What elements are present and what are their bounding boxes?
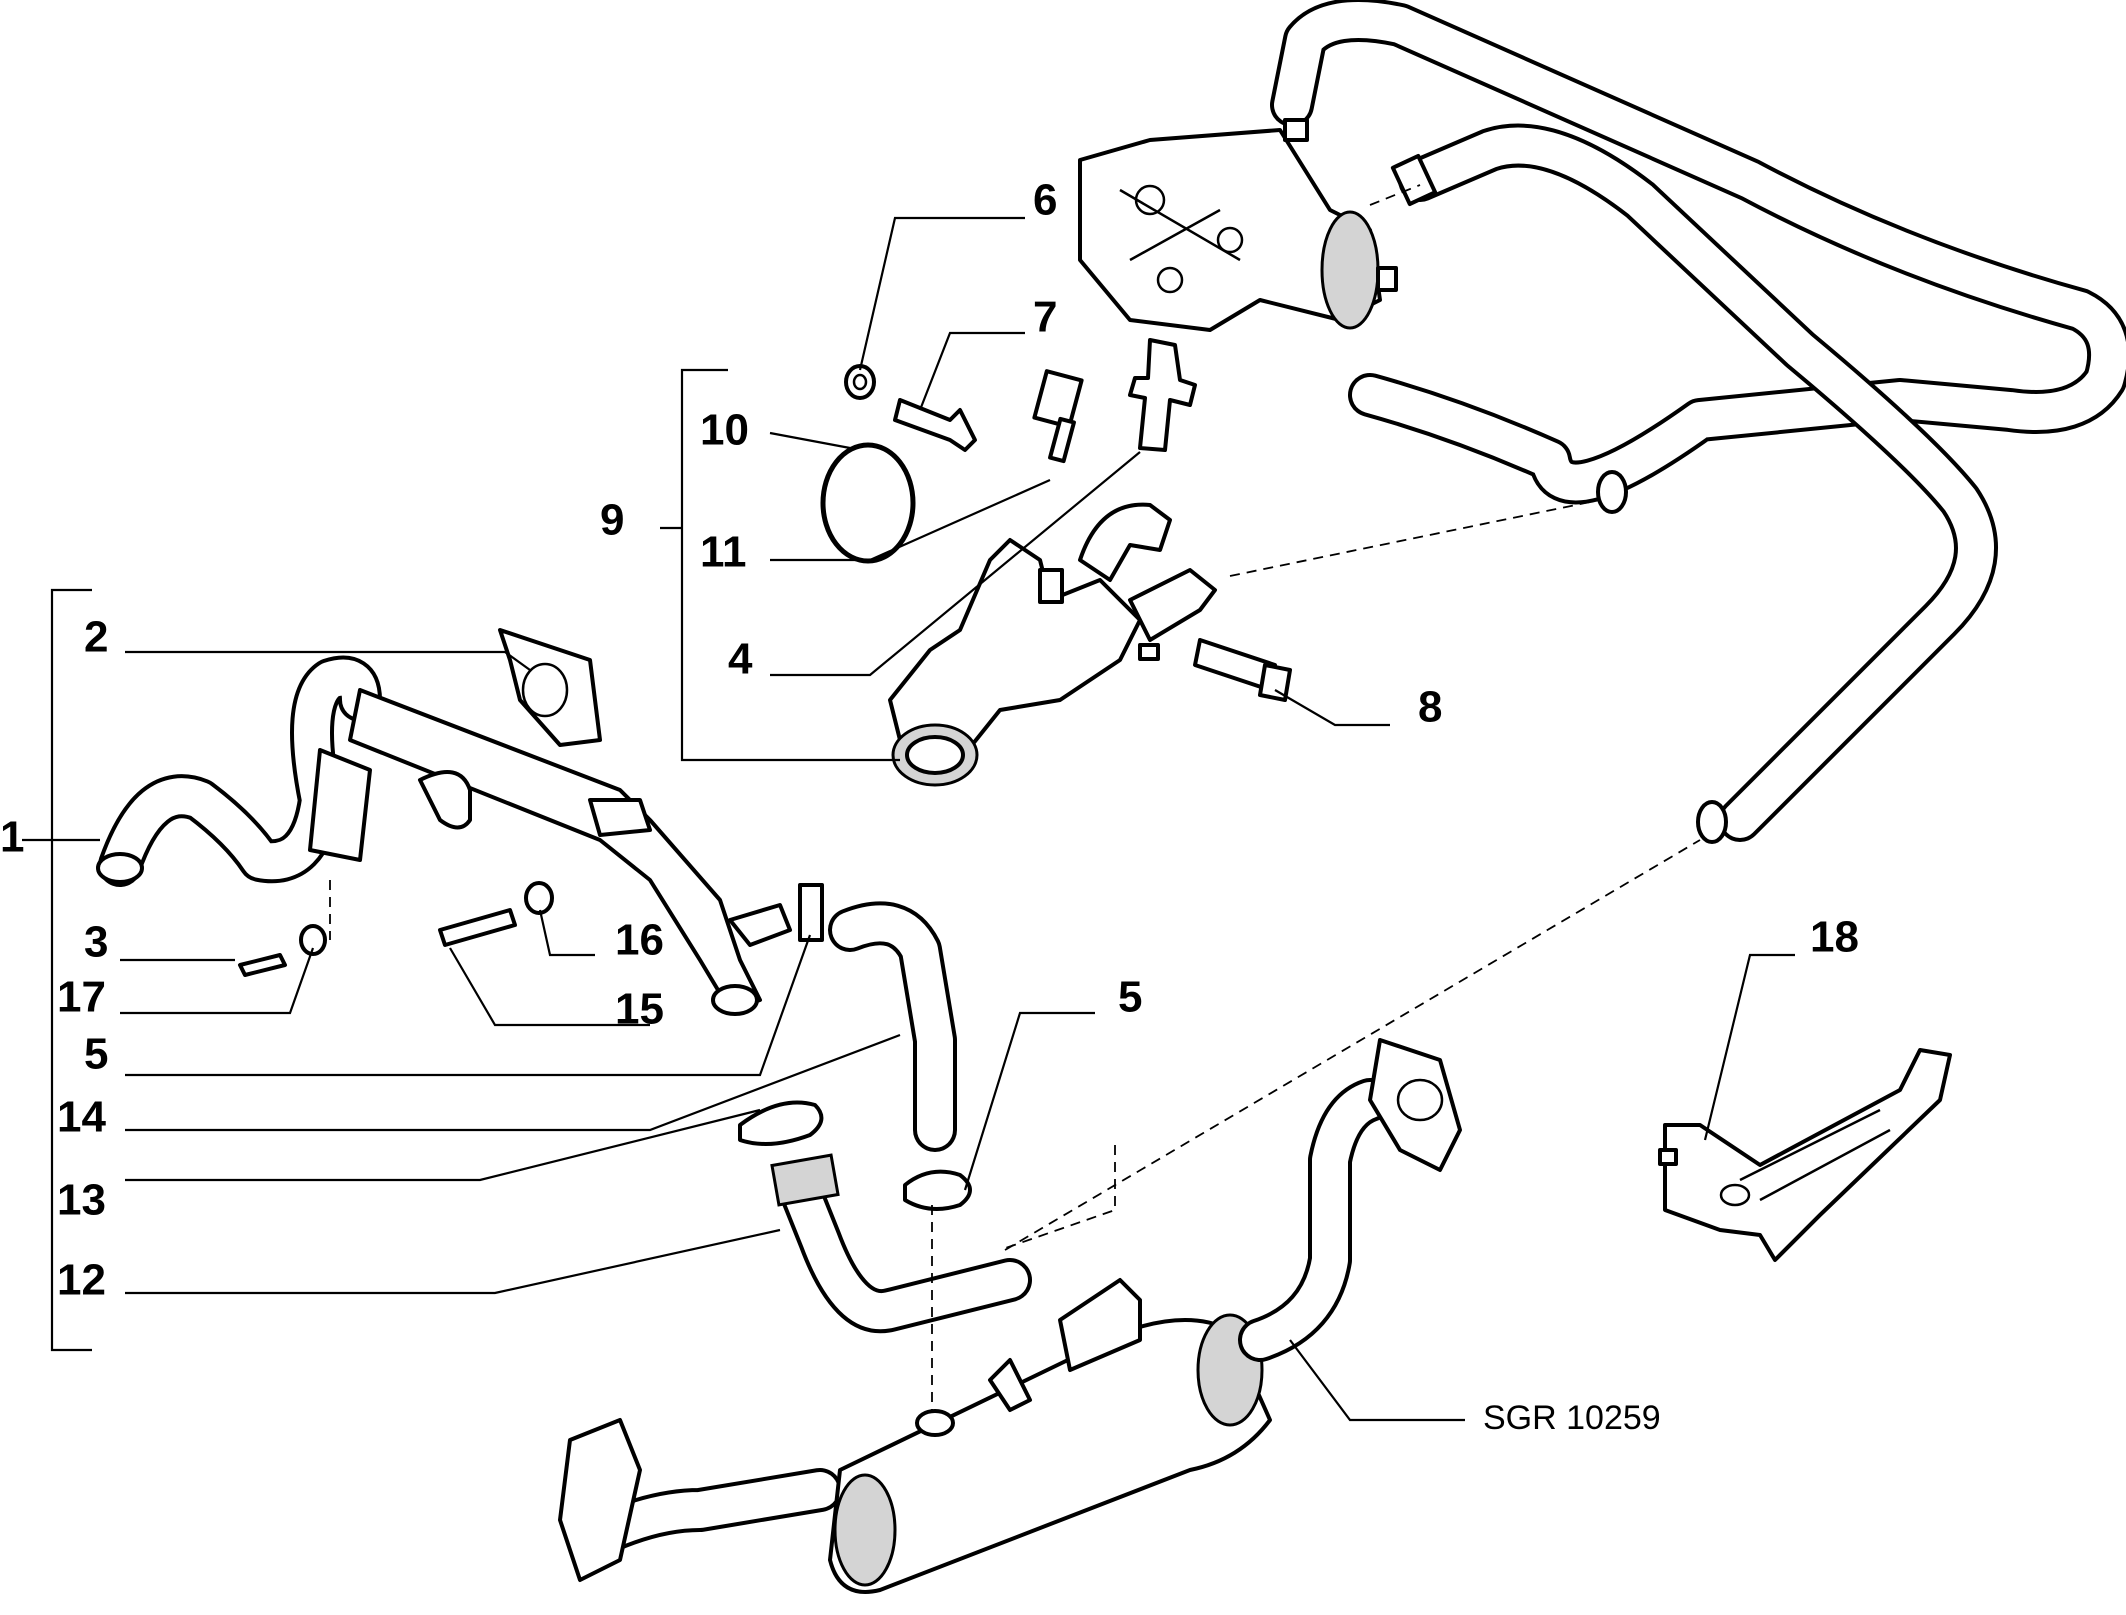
callout-3: 3 (84, 918, 108, 967)
reference-code: SGR 10259 (1483, 1399, 1661, 1437)
part-5-clamp-upper (798, 883, 824, 942)
callout-9: 9 (600, 496, 624, 545)
callout-8: 8 (1418, 683, 1442, 732)
coolant-hoses (738, 883, 1032, 1334)
group-brackets (50, 368, 900, 1352)
callout-labels: 1 2 3 4 5 5 6 7 8 9 10 11 12 13 14 15 16… (0, 176, 1859, 1437)
part-18-bracket (1658, 1048, 1952, 1262)
callout-16: 16 (615, 916, 664, 965)
part-13-clamp (738, 1100, 824, 1146)
water-pipe-assembly (96, 628, 792, 1016)
part-12-hose-end (770, 1153, 840, 1207)
thermostat-assembly (888, 502, 1217, 787)
part-11-sensor (1032, 369, 1084, 429)
leader-lines (22, 216, 1795, 1422)
part-5-clamp-lower (903, 1169, 972, 1211)
small-parts (820, 338, 1292, 702)
callout-17: 17 (57, 973, 106, 1022)
callout-6: 6 (1033, 176, 1057, 225)
callout-2: 2 (84, 613, 108, 662)
part-3-bolt (238, 953, 287, 977)
callout-5-left: 5 (84, 1030, 108, 1079)
part-15-bolt (438, 908, 517, 947)
alignment-lines (329, 184, 1701, 1410)
part-4-fitting (1128, 338, 1197, 452)
part-16-washer (524, 881, 554, 915)
callout-14: 14 (57, 1093, 106, 1142)
part-2-gasket (498, 628, 602, 747)
part-7-bolt (893, 398, 977, 452)
callout-12: 12 (57, 1256, 106, 1305)
callout-4: 4 (728, 635, 753, 684)
callout-15: 15 (615, 985, 664, 1034)
callout-1: 1 (0, 813, 24, 862)
callout-13: 13 (57, 1176, 106, 1225)
upper-hose (1270, 0, 2126, 844)
callout-11: 11 (700, 528, 747, 577)
callout-5-right: 5 (1118, 973, 1142, 1022)
part-6-seal (844, 364, 876, 400)
callout-7: 7 (1033, 293, 1057, 342)
part-17-washer (299, 924, 327, 956)
callout-18: 18 (1810, 913, 1859, 962)
callout-10: 10 (700, 406, 749, 455)
egr-cooler (558, 1038, 1462, 1594)
thermostat-housing-upper (1078, 118, 1398, 332)
